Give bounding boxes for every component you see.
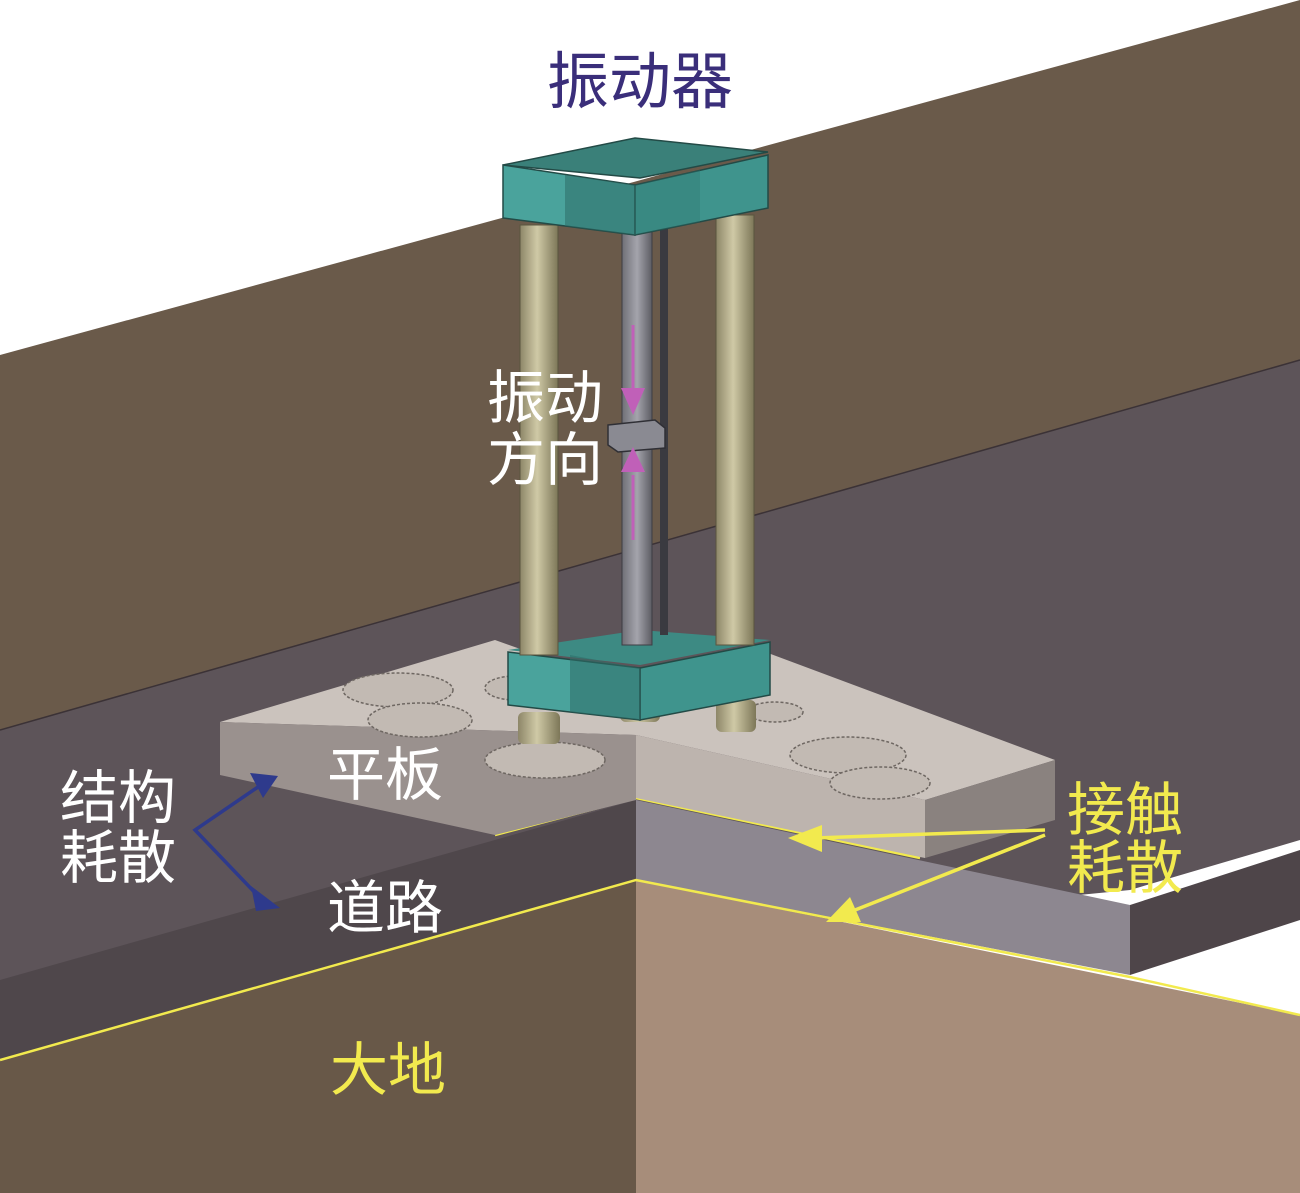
vibration-direction-label-line1: 振动 bbox=[487, 364, 603, 432]
structural-dissipation-arrows bbox=[192, 773, 280, 911]
road-right-face bbox=[636, 800, 1130, 975]
structural-dissipation-label-line1: 结构 bbox=[60, 764, 176, 832]
road-left-face bbox=[0, 800, 636, 1060]
structural-dissipation-label-line2: 耗散 bbox=[60, 824, 176, 892]
slab-right-face bbox=[636, 735, 925, 858]
earth-right-face bbox=[636, 880, 1300, 1193]
contact-dissipation-label-line1: 接触 bbox=[1067, 776, 1183, 844]
rod-left bbox=[519, 224, 559, 656]
road-step bbox=[1130, 850, 1300, 975]
vibrator-icon bbox=[502, 137, 769, 236]
contact-line-ground bbox=[0, 878, 1300, 1062]
vibration-direction-arrows bbox=[621, 325, 645, 540]
rod-back bbox=[660, 215, 668, 635]
contact-dissipation-label-line2: 耗散 bbox=[1067, 834, 1183, 902]
road-label: 道路 bbox=[327, 874, 443, 942]
lower-block bbox=[507, 630, 771, 721]
vibrator-label: 振动器 bbox=[547, 45, 733, 118]
earth-left-face bbox=[0, 880, 636, 1193]
shaft-clamp bbox=[607, 419, 666, 453]
rod-right bbox=[715, 214, 755, 646]
contact-dissipation-arrows bbox=[788, 825, 1046, 922]
ground-label: 大地 bbox=[330, 1036, 446, 1104]
slab-label: 平板 bbox=[327, 741, 443, 809]
vibration-direction-label-line2: 方向 bbox=[487, 426, 603, 494]
